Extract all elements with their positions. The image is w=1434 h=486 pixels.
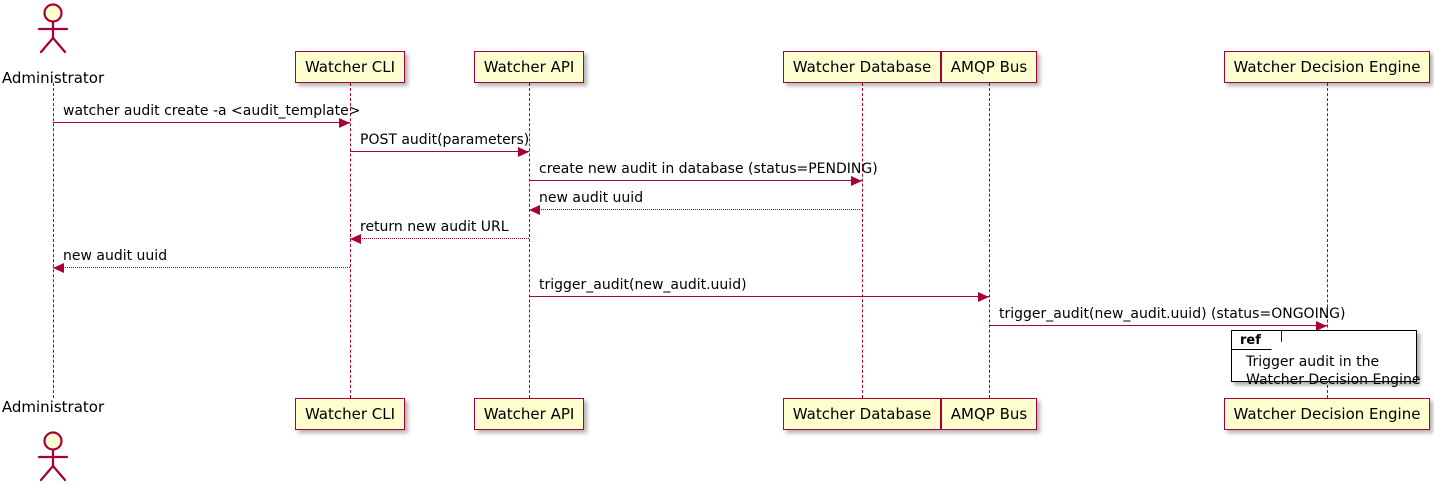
message-line-1 bbox=[53, 122, 350, 123]
message-arrowhead-5 bbox=[350, 233, 361, 244]
message-line-7 bbox=[529, 296, 989, 297]
participant-box-watcher-decision-engine-top[interactable]: Watcher Decision Engine bbox=[1223, 51, 1431, 83]
message-line-6 bbox=[53, 267, 350, 268]
participant-box-watcher-api-bottom[interactable]: Watcher API bbox=[473, 398, 585, 430]
message-arrowhead-7 bbox=[978, 291, 989, 302]
message-arrowhead-1 bbox=[339, 117, 350, 128]
actor-figure-administrator-bottom bbox=[37, 431, 69, 482]
actor-figure-administrator-top bbox=[37, 3, 69, 54]
message-label-2: POST audit(parameters) bbox=[360, 132, 530, 148]
lifeline-watcher-decision-engine bbox=[1327, 83, 1328, 398]
participant-box-amqp-bus-top[interactable]: AMQP Bus bbox=[940, 51, 1038, 83]
message-arrowhead-8 bbox=[1316, 320, 1327, 331]
message-arrowhead-6 bbox=[53, 262, 64, 273]
message-line-8 bbox=[989, 325, 1327, 326]
message-line-3 bbox=[529, 180, 862, 181]
message-arrowhead-4 bbox=[529, 204, 540, 215]
message-label-3: create new audit in database (status=PEN… bbox=[539, 161, 878, 177]
participant-box-watcher-decision-engine-bottom[interactable]: Watcher Decision Engine bbox=[1223, 398, 1431, 430]
lifeline-amqp-bus bbox=[989, 83, 990, 398]
message-line-5 bbox=[350, 238, 529, 239]
message-arrowhead-3 bbox=[851, 175, 862, 186]
fragment-body-line-1: Trigger audit in the bbox=[1246, 354, 1380, 370]
lifeline-watcher-database bbox=[862, 83, 863, 398]
lifeline-administrator bbox=[53, 83, 54, 398]
message-line-4 bbox=[529, 209, 862, 210]
message-label-6: new audit uuid bbox=[63, 248, 168, 264]
participant-box-watcher-cli-top[interactable]: Watcher CLI bbox=[294, 51, 406, 83]
actor-label-administrator-bottom: Administrator bbox=[1, 398, 105, 416]
message-arrowhead-2 bbox=[518, 146, 529, 157]
fragment-tab-label: ref bbox=[1232, 331, 1282, 350]
message-label-4: new audit uuid bbox=[539, 190, 644, 206]
participant-box-watcher-database-bottom[interactable]: Watcher Database bbox=[782, 398, 942, 430]
participant-box-watcher-api-top[interactable]: Watcher API bbox=[473, 51, 585, 83]
message-line-2 bbox=[350, 151, 529, 152]
message-label-8: trigger_audit(new_audit.uuid) (status=ON… bbox=[999, 306, 1346, 322]
participant-box-watcher-database-top[interactable]: Watcher Database bbox=[782, 51, 942, 83]
message-label-1: watcher audit create -a <audit_template> bbox=[63, 103, 361, 119]
participant-box-amqp-bus-bottom[interactable]: AMQP Bus bbox=[940, 398, 1038, 430]
message-label-5: return new audit URL bbox=[360, 219, 509, 235]
actor-label-administrator-top: Administrator bbox=[1, 69, 105, 87]
fragment-body-line-2: Watcher Decision Engine bbox=[1246, 372, 1421, 388]
participant-box-watcher-cli-bottom[interactable]: Watcher CLI bbox=[294, 398, 406, 430]
lifeline-watcher-api bbox=[529, 83, 530, 398]
message-label-7: trigger_audit(new_audit.uuid) bbox=[539, 277, 747, 293]
